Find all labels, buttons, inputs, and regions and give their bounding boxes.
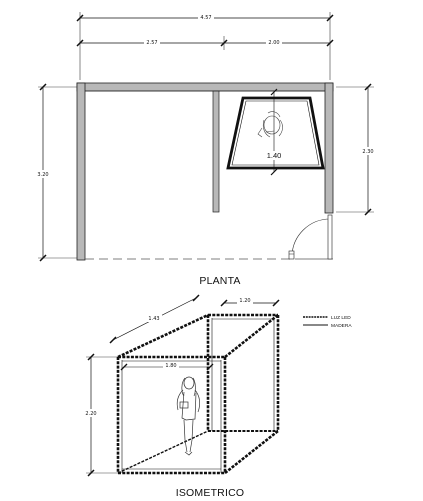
plan-view: 4.57 2.57 2.00 3.20 xyxy=(35,12,376,287)
dim-iso-height-label: 2.20 xyxy=(85,411,96,417)
dim-top-split: 2.57 2.00 xyxy=(76,36,334,50)
isometric-view: 1.43 1.20 1.80 2.20 xyxy=(83,294,280,499)
booth-plan: 1.40 xyxy=(226,88,325,176)
legend-item-madera: MADERA xyxy=(303,323,352,329)
dim-top-total: 4.57 xyxy=(76,12,334,80)
dim-top-left-label: 2.57 xyxy=(146,40,157,46)
iso-frame xyxy=(116,313,280,475)
dim-iso-width-top-label: 1.20 xyxy=(239,298,250,304)
dim-left-height-label: 3.20 xyxy=(37,172,48,178)
iso-title: ISOMETRICO xyxy=(176,487,245,499)
person-topview-icon xyxy=(257,111,283,138)
plan-title: PLANTA xyxy=(199,275,240,287)
dim-left-height: 3.20 xyxy=(35,83,80,262)
dim-right-height-label: 2.30 xyxy=(362,149,373,155)
dim-iso-front-width-label: 1.80 xyxy=(165,363,176,369)
legend-item-led: LUZ LED xyxy=(303,315,351,321)
person-front-icon xyxy=(176,376,201,456)
legend-label-madera: MADERA xyxy=(331,323,352,329)
dim-iso-width-top: 1.20 xyxy=(220,296,280,307)
legend: LUZ LED MADERA xyxy=(303,315,352,329)
booth-dim-label: 1.40 xyxy=(267,151,282,160)
dim-iso-front-width: 1.80 xyxy=(120,361,214,371)
door-swing xyxy=(288,214,333,260)
dim-iso-height: 2.20 xyxy=(83,353,118,477)
dim-iso-depth-label: 1.43 xyxy=(148,316,159,322)
dim-top-total-label: 4.57 xyxy=(200,15,211,21)
legend-label-led: LUZ LED xyxy=(331,315,351,321)
dim-right-height: 2.30 xyxy=(336,83,376,216)
dim-top-right-label: 2.00 xyxy=(268,40,279,46)
dim-iso-depth: 1.43 xyxy=(109,294,200,344)
plan-walls xyxy=(76,82,334,261)
